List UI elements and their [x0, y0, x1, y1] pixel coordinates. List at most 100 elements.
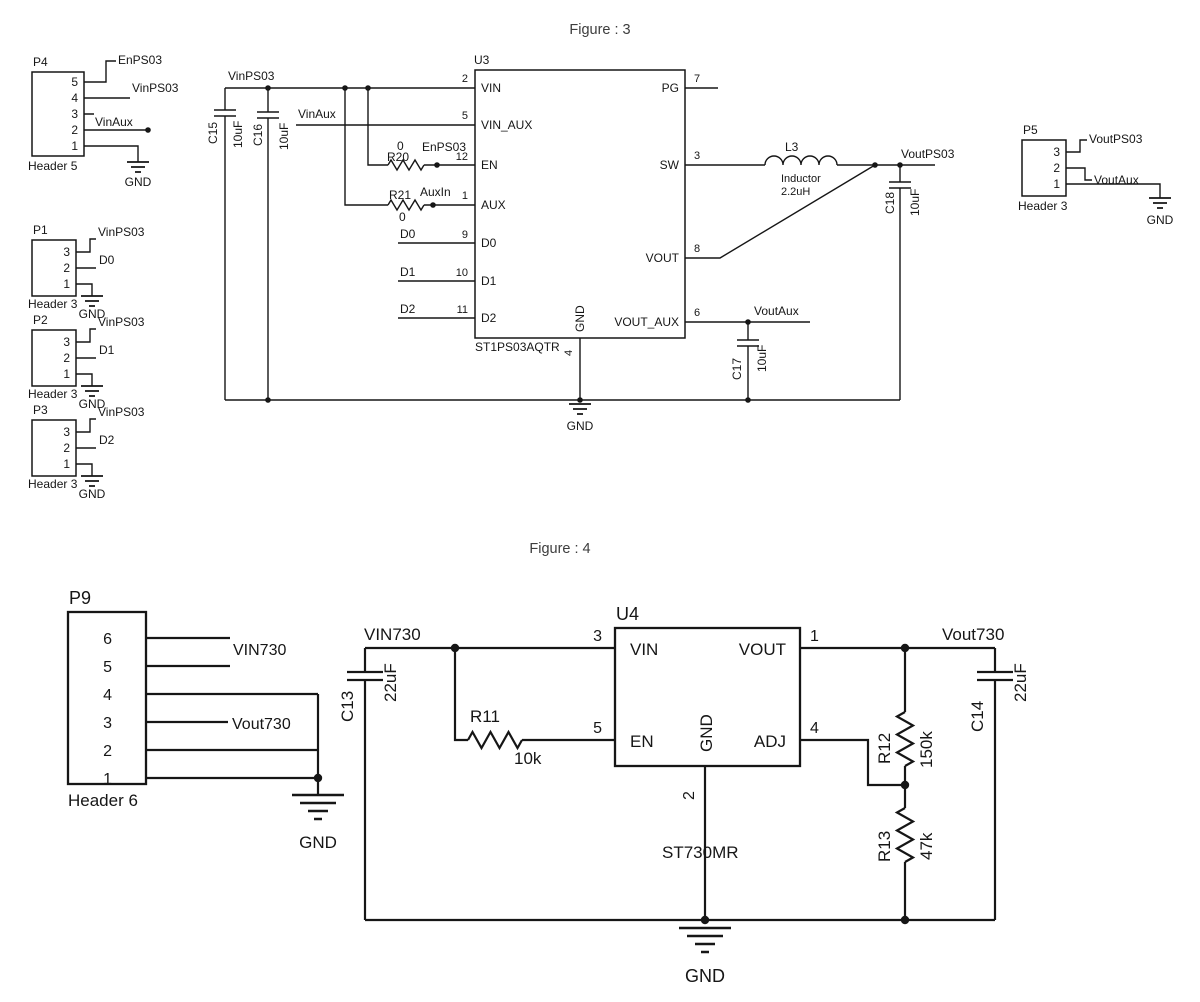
component-ref: C18 — [883, 192, 897, 214]
pin-number: 1 — [103, 771, 112, 788]
pin-number: 3 — [63, 425, 70, 439]
capacitor-c15: C15 10uF — [206, 88, 245, 400]
gnd-symbol — [80, 475, 104, 487]
gnd-symbol — [80, 385, 104, 397]
pin-number: 4 — [103, 687, 112, 704]
ref-label: P2 — [33, 313, 48, 327]
pin-number: 7 — [694, 73, 700, 85]
wire — [84, 60, 148, 162]
connector-p1: P1 3 2 1 Header 3 GND VinPS03 D0 — [28, 223, 145, 321]
pin-name-sw: SW — [660, 158, 680, 172]
ref-label: P4 — [33, 55, 48, 69]
part-number-label: ST1PS03AQTR — [475, 340, 560, 354]
pin-name-adj: ADJ — [754, 732, 786, 751]
capacitor-c14: C14 22uF — [968, 648, 1030, 920]
pin-name-vout: VOUT — [739, 640, 786, 659]
pin-number: 3 — [593, 628, 602, 645]
inductor-symbol — [764, 155, 838, 166]
net-label-auxin: AuxIn — [420, 185, 451, 199]
net-label-voutps03: VoutPS03 — [1089, 132, 1143, 146]
component-value: 10uF — [908, 189, 922, 216]
capacitor-c13: C13 22uF — [338, 648, 400, 920]
pin-number: 12 — [456, 151, 468, 163]
component-value: 47k — [917, 832, 936, 860]
ref-label: P3 — [33, 403, 48, 417]
input-rail: VinPS03 VinAux — [225, 69, 475, 126]
pin-number: 1 — [63, 457, 70, 471]
net-label-vout730: Vout730 — [232, 716, 291, 733]
vin730-rail: VIN730 — [364, 625, 615, 653]
pin-number: 4 — [71, 91, 78, 105]
ic-u3: U3 ST1PS03AQTR VIN VIN_AUX EN AUX D0 D1 … — [456, 53, 700, 356]
net-label-d2: D2 — [400, 302, 416, 316]
net-label-vinaux: VinAux — [95, 115, 133, 129]
net-label-vinps03: VinPS03 — [132, 81, 179, 95]
component-value: 10k — [514, 749, 542, 768]
pin-name-en: EN — [481, 158, 498, 172]
pin-number: 1 — [63, 367, 70, 381]
component-ref: R13 — [875, 831, 894, 862]
net-label-d0: D0 — [400, 227, 416, 241]
pin-number: 3 — [63, 245, 70, 259]
capacitor-symbol — [977, 648, 1013, 920]
figure-3-title: Figure : 3 — [569, 22, 630, 38]
pin-number: 2 — [462, 73, 468, 85]
pin-name-d2: D2 — [481, 311, 497, 325]
capacitor-c18: C18 10uF — [883, 165, 922, 400]
net-label-enps03: EnPS03 — [118, 53, 162, 67]
ground-net-fig4: GND — [365, 766, 995, 986]
connector-p4: P4 5 4 3 2 1 Header 5 GND EnPS03 VinPS03… — [28, 53, 179, 189]
net-label-voutps03: VoutPS03 — [901, 147, 955, 161]
net-label-vinps03: VinPS03 — [98, 315, 145, 329]
ref-label: U3 — [474, 53, 490, 67]
ref-label: U4 — [616, 604, 639, 624]
pin-number: 3 — [63, 335, 70, 349]
junction-dot — [434, 162, 440, 168]
component-desc: Inductor — [781, 173, 821, 185]
component-ref: R21 — [389, 188, 411, 202]
component-ref: R20 — [387, 150, 409, 164]
net-label-voutaux: VoutAux — [754, 304, 799, 318]
pin-number: 4 — [810, 720, 819, 737]
component-ref: C13 — [338, 691, 357, 722]
gnd-symbol — [126, 161, 150, 173]
component-value: 0 — [399, 210, 406, 224]
pin-number: 1 — [1053, 177, 1060, 191]
component-value: 150k — [917, 731, 936, 768]
ic-u4: U4 VIN EN VOUT ADJ GND 3 5 1 4 2 ST730MR — [593, 604, 819, 862]
pin-number: 6 — [103, 631, 112, 648]
pin-name-en: EN — [630, 732, 654, 751]
pin-name-vin: VIN — [630, 640, 658, 659]
net-label-gnd: GND — [299, 833, 337, 852]
net-label-d2: D2 — [99, 433, 115, 447]
resistor-r12: R12 150k — [875, 648, 936, 790]
net-label-vinps03: VinPS03 — [98, 405, 145, 419]
net-label-gnd: GND — [685, 966, 725, 986]
pin-number: 5 — [71, 75, 78, 89]
ground-net-fig3: GND — [225, 338, 900, 433]
gnd-symbol — [568, 403, 592, 415]
component-ref: C17 — [730, 358, 744, 380]
gnd-symbol — [677, 926, 733, 954]
wire — [365, 766, 995, 922]
vout-aux-net: VoutAux — [685, 304, 810, 325]
net-label-gnd: GND — [79, 307, 106, 321]
net-label-vinps03: VinPS03 — [98, 225, 145, 239]
wire — [76, 238, 96, 296]
pin-number: 1 — [71, 139, 78, 153]
pin-number: 2 — [103, 743, 112, 760]
junction-dot — [577, 397, 583, 403]
pin-number: 2 — [681, 791, 698, 800]
pin-number: 3 — [694, 150, 700, 162]
net-label-gnd: GND — [125, 175, 152, 189]
capacitor-symbol — [347, 648, 383, 920]
net-label-vin730: VIN730 — [364, 625, 421, 644]
connector-type-label: Header 3 — [28, 297, 78, 311]
pin-number: 3 — [1053, 145, 1060, 159]
wire — [146, 636, 320, 795]
net-label-vinps03: VinPS03 — [228, 69, 275, 83]
figure-3: Figure : 3 P4 5 4 3 2 1 Header 5 GND EnP… — [28, 22, 1174, 501]
pin-number: 2 — [63, 351, 70, 365]
pin-number: 5 — [462, 110, 468, 122]
